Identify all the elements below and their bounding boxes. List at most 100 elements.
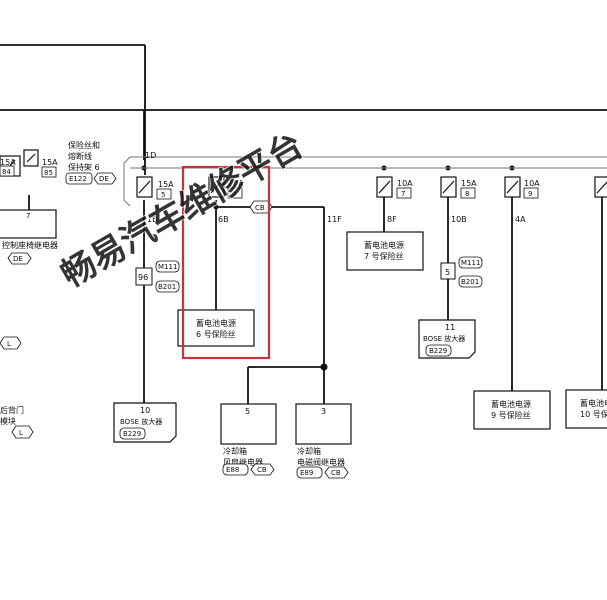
fuse-5: 15A 5 xyxy=(136,176,174,200)
battery9-line2: 9 号保险丝 xyxy=(491,410,531,420)
cb-tag: CB xyxy=(249,200,273,214)
svg-text:E122: E122 xyxy=(69,175,87,183)
bose-amplifier-11: 11 BOSE 放大器 B229 xyxy=(418,319,476,359)
svg-text:CB: CB xyxy=(257,466,267,474)
fuse-6: 10A 6 xyxy=(208,176,244,199)
svg-text:5: 5 xyxy=(245,407,250,416)
svg-text:E89: E89 xyxy=(300,469,313,477)
left-module: 后背门模块 L xyxy=(0,405,34,439)
wire-11f: 11F xyxy=(327,215,342,224)
connector-5: 5 M111 B201 xyxy=(440,256,483,288)
svg-text:蓄电池电源10 号保险丝: 蓄电池电源10 号保险丝 xyxy=(580,398,607,419)
svg-text:10: 10 xyxy=(140,406,150,415)
wire-1b: 1B xyxy=(147,215,158,224)
svg-text:BOSE 放大器: BOSE 放大器 xyxy=(120,417,162,426)
wire-10b: 10B xyxy=(451,215,467,224)
fan-line2: 风扇继电器 xyxy=(223,457,263,467)
fan-line1: 冷却箱 xyxy=(223,446,247,456)
fuse-85: 15A 85 xyxy=(23,149,58,178)
fuse-7: 10A 7 xyxy=(376,176,413,199)
svg-text:后背门模块: 后背门模块 xyxy=(0,405,24,426)
svg-text:冷却箱风扇继电器: 冷却箱风扇继电器 xyxy=(223,446,263,467)
fuse-8: 15A 8 xyxy=(440,176,477,199)
left-relay: 7 控制座椅继电器 DE xyxy=(0,209,58,265)
svg-text:3: 3 xyxy=(321,407,326,416)
svg-text:B229: B229 xyxy=(123,430,141,438)
battery7-line2: 7 号保险丝 xyxy=(364,251,404,261)
junction-dots xyxy=(141,165,515,371)
battery9-line1: 蓄电池电源 xyxy=(491,399,531,409)
left-fuse-block-label: 保险丝和熔断线保持架 6 E122 DE xyxy=(65,140,117,185)
svg-text:CB: CB xyxy=(255,204,265,212)
svg-text:15A: 15A xyxy=(158,180,174,189)
highlight-box xyxy=(181,165,271,360)
left-module-line2: 模块 xyxy=(0,416,16,426)
fuse-partial-right xyxy=(594,176,607,198)
svg-text:6: 6 xyxy=(232,190,237,198)
svg-text:冷却箱电磁阀继电器: 冷却箱电磁阀继电器 xyxy=(297,446,345,467)
connector-96: 96 M111 B201 xyxy=(135,260,180,293)
svg-text:5: 5 xyxy=(161,191,165,199)
svg-text:M111: M111 xyxy=(461,259,480,267)
svg-text:CB: CB xyxy=(331,469,341,477)
svg-text:B201: B201 xyxy=(461,278,479,286)
svg-text:E88: E88 xyxy=(226,466,239,474)
svg-text:B201: B201 xyxy=(158,283,176,291)
svg-text:84: 84 xyxy=(2,168,11,176)
fuse-84: 15A 84 xyxy=(0,155,21,177)
svg-text:7: 7 xyxy=(26,212,30,220)
svg-text:L: L xyxy=(19,429,23,437)
svg-text:M111: M111 xyxy=(158,263,177,271)
svg-text:B229: B229 xyxy=(429,347,447,355)
svg-text:BOSE 放大器: BOSE 放大器 xyxy=(423,334,465,343)
svg-text:保险丝和熔断线保持架 6: 保险丝和熔断线保持架 6 xyxy=(68,140,100,172)
valve-relay: 3 冷却箱电磁阀继电器 E89 CB xyxy=(295,403,352,479)
svg-text:15A: 15A xyxy=(42,158,58,167)
battery6-line1: 蓄电池电源 xyxy=(196,318,236,328)
svg-text:DE: DE xyxy=(13,255,23,263)
battery10-line1: 蓄电池电源 xyxy=(580,398,607,408)
left-module-line1: 后背门 xyxy=(0,405,24,415)
svg-text:5: 5 xyxy=(445,268,450,277)
svg-text:9: 9 xyxy=(528,190,532,198)
battery7-line1: 蓄电池电源 xyxy=(364,240,404,250)
svg-text:10A: 10A xyxy=(228,179,244,188)
svg-text:7: 7 xyxy=(401,190,405,198)
left-l-tag: L xyxy=(0,336,22,350)
battery-fuse-10: 蓄电池电源10 号保险丝 xyxy=(565,389,607,429)
svg-text:10A: 10A xyxy=(524,179,540,188)
svg-text:96: 96 xyxy=(138,273,148,282)
fuse-9: 10A 9 xyxy=(504,176,540,199)
wire-4a: 4A xyxy=(515,215,526,224)
left-fuse-block-line1: 保险丝和 xyxy=(68,140,100,150)
svg-text:10A: 10A xyxy=(397,179,413,188)
wire-8f: 8F xyxy=(387,215,397,224)
svg-text:15A: 15A xyxy=(461,179,477,188)
svg-text:15A: 15A xyxy=(0,158,16,167)
left-fuse-block-line2: 熔断线 xyxy=(68,151,92,161)
svg-text:11: 11 xyxy=(445,323,455,332)
battery10-line2: 10 号保险丝 xyxy=(580,409,607,419)
svg-text:85: 85 xyxy=(44,169,53,177)
svg-text:L: L xyxy=(7,340,11,348)
wire-6b: 6B xyxy=(218,215,229,224)
bus-label-1d: 1D xyxy=(145,151,156,160)
svg-text:DE: DE xyxy=(99,175,109,183)
bose-amplifier-10: 10 BOSE 放大器 B229 xyxy=(113,402,177,443)
left-fuse-block-line3: 保持架 6 xyxy=(68,162,100,172)
svg-text:8: 8 xyxy=(465,190,469,198)
wire-labels: 1B 6B 11F 8F 10B 4A xyxy=(147,215,526,224)
wires xyxy=(0,44,607,404)
svg-text:控制座椅继电器: 控制座椅继电器 xyxy=(2,240,58,250)
battery6-line2: 6 号保险丝 xyxy=(196,329,236,339)
valve-line1: 冷却箱 xyxy=(297,446,321,456)
valve-line2: 电磁阀继电器 xyxy=(297,457,345,467)
fan-relay: 5 冷却箱风扇继电器 E88 CB xyxy=(220,403,277,476)
